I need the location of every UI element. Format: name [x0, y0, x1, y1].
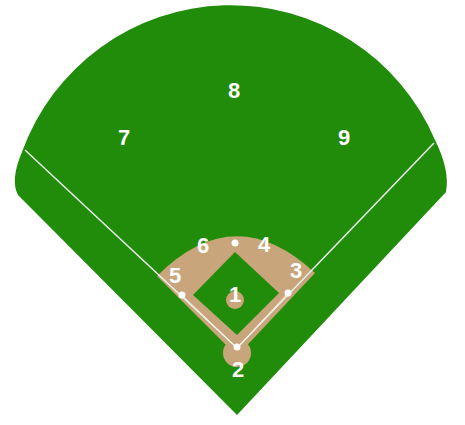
- position-number: 5: [169, 265, 181, 287]
- infield-grass: [193, 252, 279, 335]
- foul-line: [237, 143, 434, 348]
- position-number: 3: [290, 260, 302, 282]
- position-number: 2: [232, 359, 244, 381]
- position-number: 6: [197, 235, 209, 257]
- third-base: [179, 292, 186, 299]
- position-number: 8: [228, 80, 240, 102]
- base-path: [237, 293, 288, 348]
- position-number: 9: [338, 127, 350, 149]
- position-number: 4: [258, 234, 270, 256]
- foul-line: [25, 150, 237, 348]
- position-number: 7: [118, 127, 130, 149]
- first-base: [285, 290, 292, 297]
- home-plate: [234, 344, 241, 351]
- base-path: [182, 295, 237, 348]
- outfield-grass: [15, 5, 447, 415]
- second-base: [232, 240, 239, 247]
- position-number: 1: [229, 284, 241, 306]
- infield-dirt: [157, 236, 315, 356]
